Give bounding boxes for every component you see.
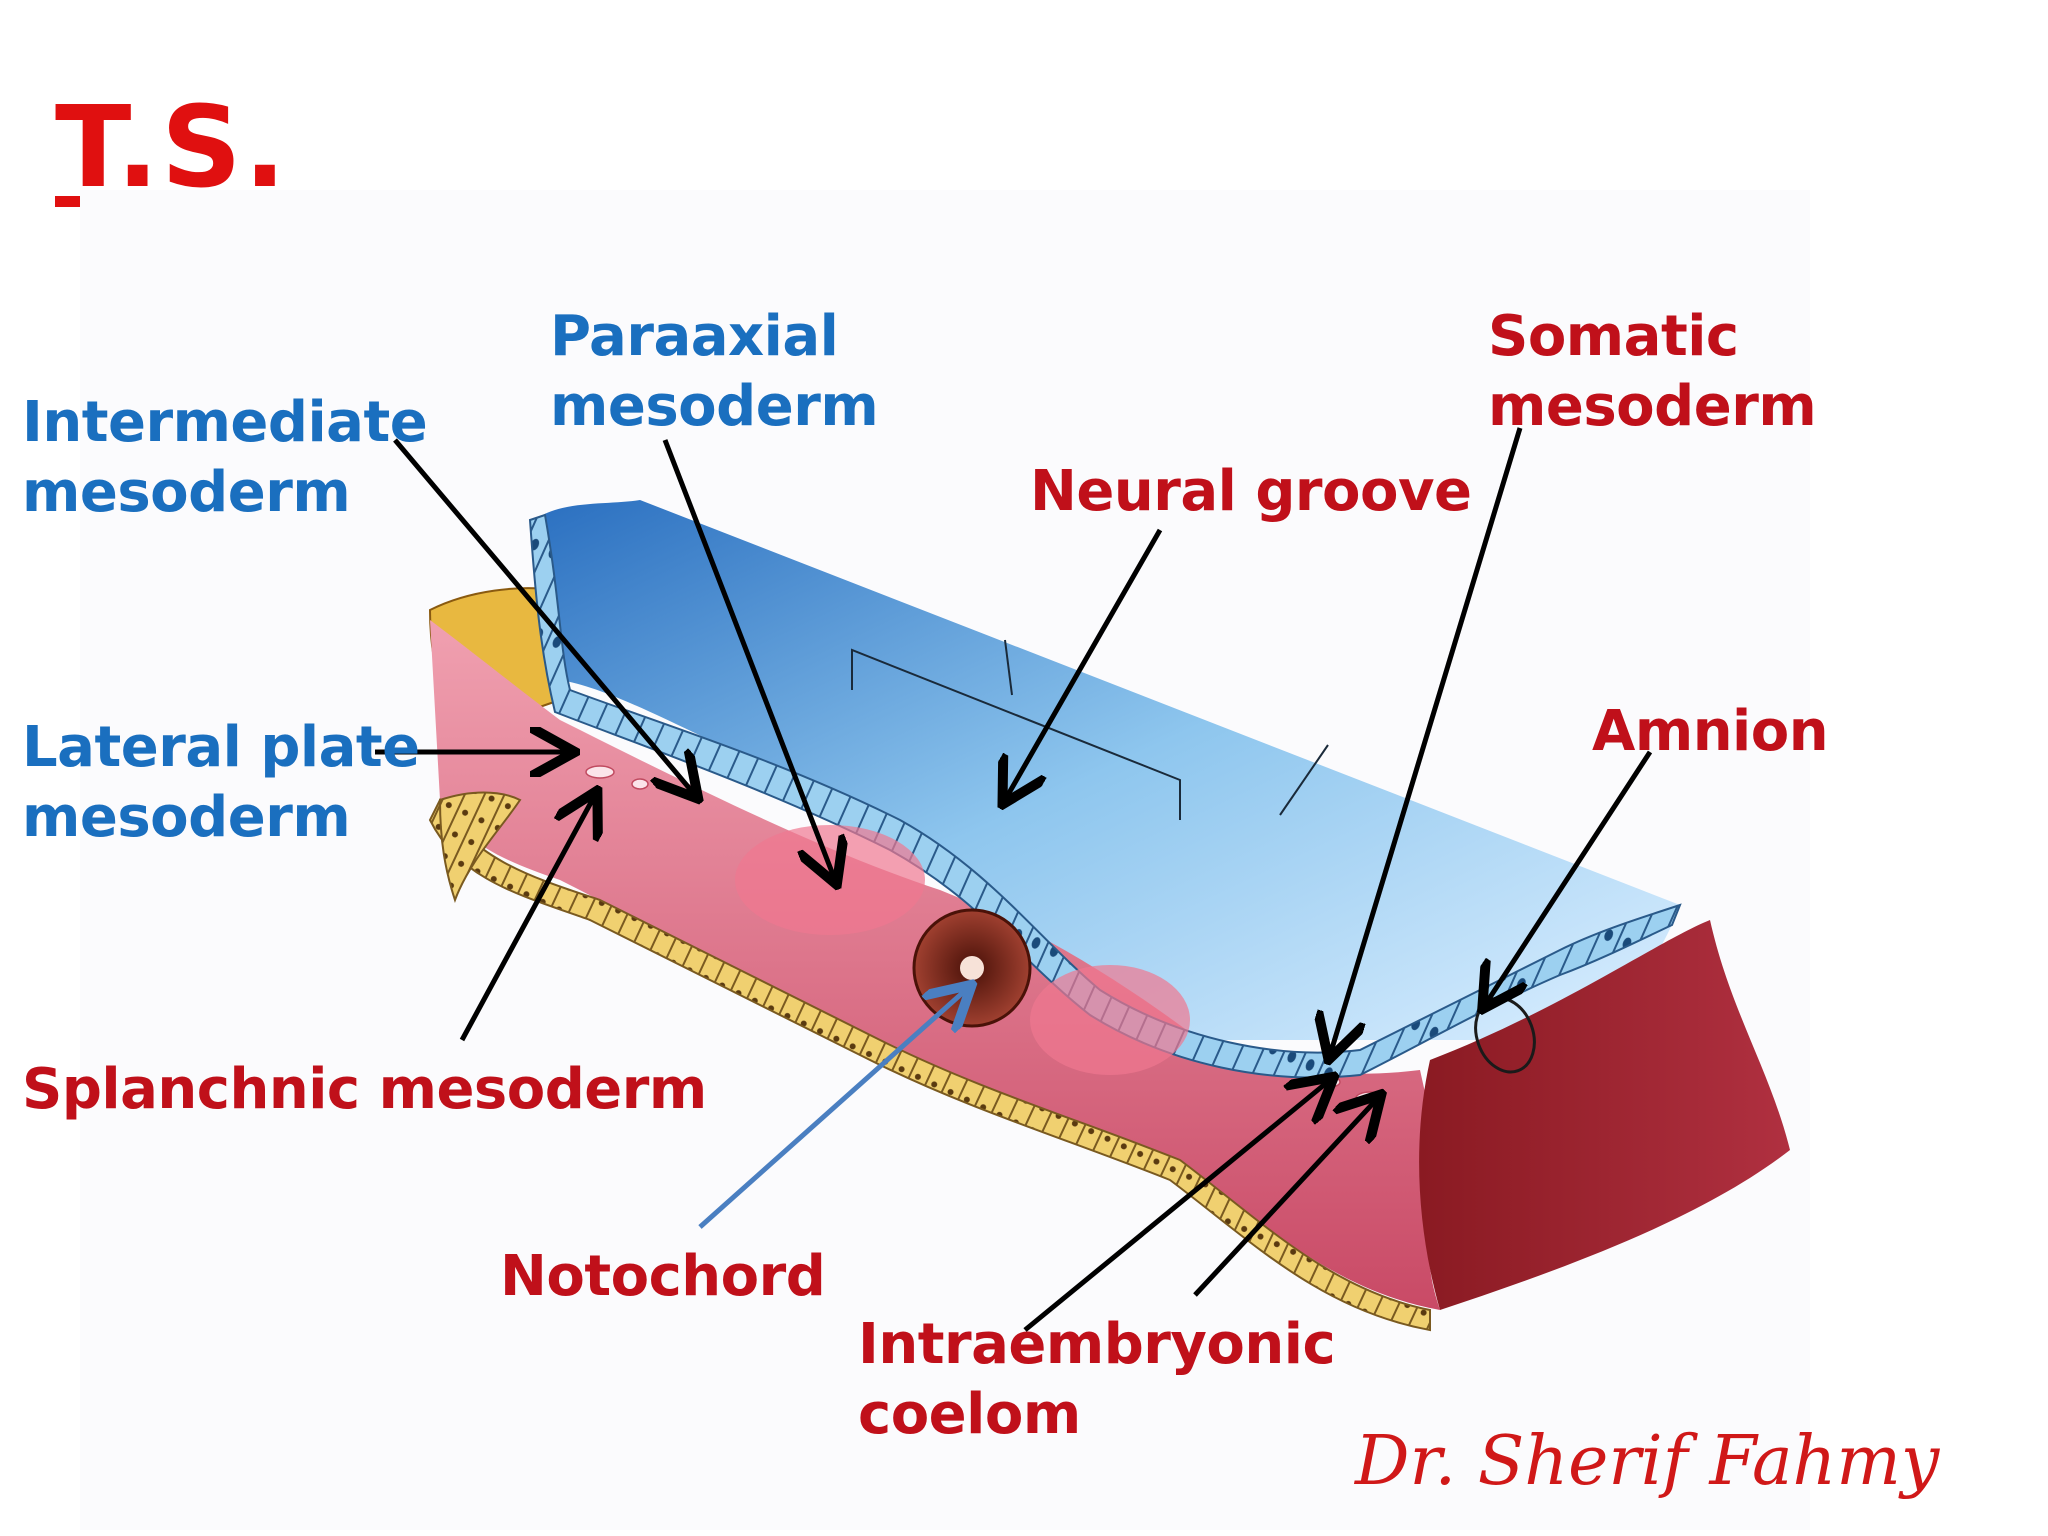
label-notochord: Notochord	[500, 1244, 826, 1309]
label-paraaxial-line2: mesoderm	[550, 374, 879, 439]
label-somatic-line2: mesoderm	[1488, 374, 1817, 439]
arrow-somatic-mesoderm	[1330, 427, 1523, 1055]
arrow-coelom-1	[1023, 1080, 1330, 1332]
arrow-intermediate-mesoderm	[393, 438, 695, 795]
label-splanchnic-mesoderm: Splanchnic mesoderm	[22, 1057, 707, 1122]
label-intermediate-line1: Intermediate	[22, 390, 428, 455]
endoderm-cell-layer	[428, 797, 1431, 1332]
endoderm-flap	[438, 791, 522, 903]
slide-title: T.S.	[55, 83, 289, 213]
arrow-splanchnic-mesoderm	[459, 795, 595, 1042]
label-lateral-plate-mesoderm: Lateral plate mesoderm	[22, 713, 420, 853]
label-paraaxial-line1: Paraaxial	[550, 304, 839, 369]
label-intraembryonic-coelom: Intraembryonic coelom	[858, 1310, 1336, 1450]
neural-plate-bracket	[851, 648, 1181, 820]
arrow-amnion	[1485, 750, 1653, 1005]
bracket-tick-2	[1279, 744, 1329, 816]
coelom-space-left	[585, 765, 615, 779]
label-lateral-line1: Lateral plate	[22, 715, 420, 780]
notochord-lumen	[960, 956, 984, 980]
arrow-paraaxial-mesoderm	[662, 439, 835, 880]
label-intermediate-line2: mesoderm	[22, 460, 351, 525]
cut-surface-right	[1419, 920, 1790, 1310]
label-amnion: Amnion	[1592, 699, 1829, 764]
label-paraaxial-mesoderm: Paraaxial mesoderm	[550, 302, 879, 442]
arrow-notochord	[698, 988, 968, 1229]
bracket-tick	[1004, 639, 1013, 696]
label-somatic-line1: Somatic	[1488, 304, 1739, 369]
arrow-coelom-2	[1193, 1098, 1378, 1297]
coelom-space-right-2	[1355, 1091, 1385, 1105]
label-intermediate-mesoderm: Intermediate mesoderm	[22, 388, 428, 528]
author-signature: Dr. Sherif Fahmy	[1355, 1422, 1940, 1501]
coelom-space-left-2	[631, 778, 649, 790]
label-coelom-line2: coelom	[858, 1382, 1081, 1447]
label-lateral-line2: mesoderm	[22, 785, 351, 850]
ectoderm-dorsal-surface	[535, 500, 1680, 1040]
label-neural-groove: Neural groove	[1030, 459, 1472, 524]
paraxial-mesoderm-left	[735, 825, 925, 935]
label-somatic-mesoderm: Somatic mesoderm	[1488, 302, 1817, 442]
arrow-neural-groove	[1005, 528, 1163, 800]
label-coelom-line1: Intraembryonic	[858, 1312, 1336, 1377]
paraxial-mesoderm-right	[1030, 965, 1190, 1075]
